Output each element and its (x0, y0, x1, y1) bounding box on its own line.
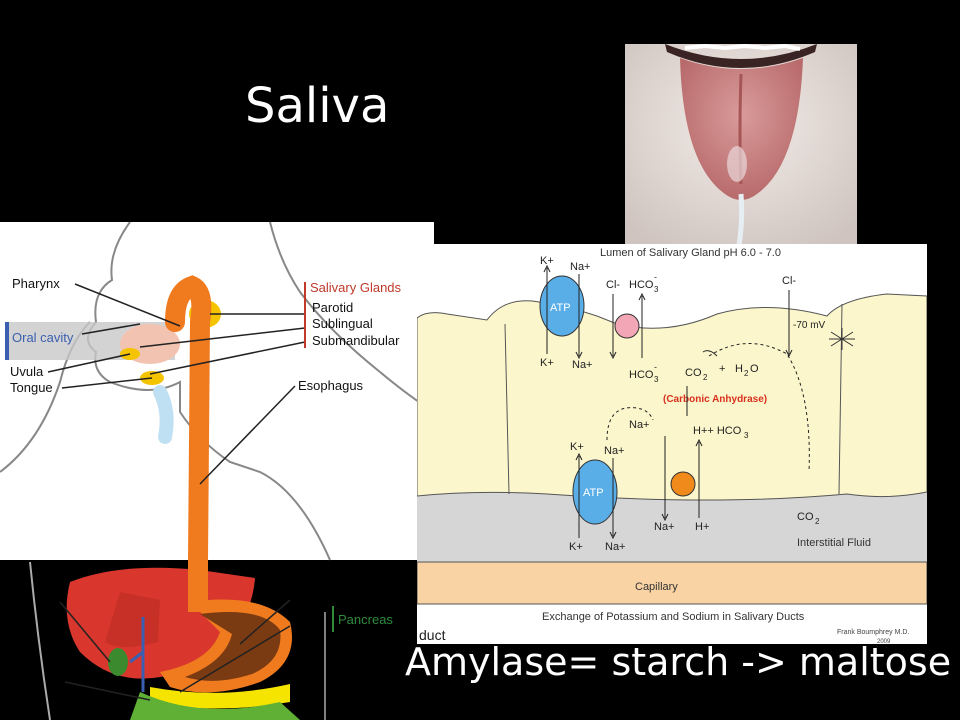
hco3-cell: HCO (629, 369, 654, 381)
co2-reactant-sub: 2 (703, 373, 708, 382)
atp-bottom: ATP (583, 487, 604, 499)
digestive-anatomy-diagram: Pharynx Oral cavity Uvula Tongue Esophag… (0, 222, 435, 720)
naplus-bottom-cell: Na+ (604, 445, 625, 457)
cl-right: Cl- (782, 275, 796, 287)
kplus-top-cell: K+ (540, 357, 554, 369)
hplus-exchanger: H+ (695, 521, 709, 533)
label-submandibular: Submandibular (312, 333, 400, 348)
duct-partial-label: duct (419, 627, 446, 643)
hco3-cell-sub: 3 (654, 375, 659, 384)
label-sublingual: Sublingual (312, 316, 373, 331)
label-esophagus: Esophagus (298, 378, 364, 393)
kplus-bottom-interstitial: K+ (569, 541, 583, 553)
label-uvula: Uvula (10, 364, 44, 379)
label-pharynx: Pharynx (12, 276, 60, 291)
kplus-top-lumen: K+ (540, 255, 554, 267)
slide-caption: Amylase= starch -> maltose (405, 640, 952, 684)
h-hco3-product: H++ HCO (693, 425, 742, 437)
h2o-o: O (750, 363, 759, 375)
credit-year: 2009 (877, 639, 891, 644)
naplus-top-lumen: Na+ (570, 261, 591, 273)
atp-top: ATP (550, 302, 571, 314)
h2o-h: H (735, 363, 743, 375)
interstitial-label: Interstitial Fluid (797, 537, 871, 549)
cl-lumen: Cl- (606, 279, 620, 291)
naplus-top-cell: Na+ (572, 359, 593, 371)
naplus-bottom-interstitial: Na+ (605, 541, 626, 553)
co2-reactant: CO (685, 367, 702, 379)
kplus-bottom-cell: K+ (570, 441, 584, 453)
naplus-exchanger: Na+ (654, 521, 675, 533)
co2-interstitial: CO (797, 511, 814, 523)
label-liver-partial: ver (0, 544, 20, 560)
slide-title: Saliva (245, 78, 390, 134)
naplus-mid: Na+ (629, 419, 650, 431)
label-pancreas: Pancreas (338, 612, 393, 627)
plus-sign: + (719, 363, 725, 375)
label-tongue: Tongue (10, 380, 53, 395)
hco3-lumen-sup: - (654, 272, 657, 282)
label-parotid: Parotid (312, 300, 353, 315)
hco3-lumen: HCO (629, 279, 654, 291)
co2-interstitial-sub: 2 (815, 517, 820, 526)
h-hco3-product-sub: 3 (744, 431, 749, 440)
duct-header: Lumen of Salivary Gland pH 6.0 - 7.0 (600, 247, 781, 259)
voltage-label: -70 mV (793, 320, 826, 331)
credit-name: Frank Boumphrey M.D. (837, 629, 909, 636)
capillary-label: Capillary (635, 581, 678, 593)
hco3-lumen-sub: 3 (654, 285, 659, 294)
hco3-cell-sup: - (654, 362, 657, 372)
label-salivary-glands: Salivary Glands (310, 280, 402, 295)
tongue-photo (625, 44, 857, 246)
salivary-duct-diagram: Lumen of Salivary Gland pH 6.0 - 7.0 Cap… (417, 244, 927, 644)
footer-label: Exchange of Potassium and Sodium in Sali… (542, 611, 805, 623)
label-oral-cavity: Oral cavity (12, 330, 74, 345)
h2o-sub: 2 (744, 369, 749, 378)
carbonic-anhydrase-label: (Carbonic Anhydrase) (663, 394, 767, 405)
